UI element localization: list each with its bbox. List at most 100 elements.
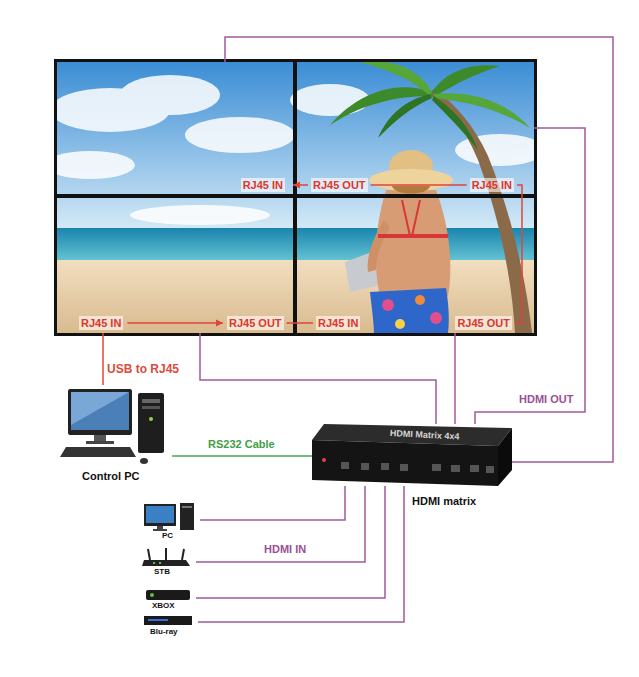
- router-icon: [153, 562, 155, 564]
- source-xbox: XBOX: [140, 588, 196, 612]
- matrix-device: [498, 428, 512, 486]
- hdmi-in-cable: [196, 486, 365, 562]
- hdmi-out-cable: [475, 128, 585, 424]
- signal-label: HDMI OUT: [519, 392, 573, 406]
- palm-tree: [360, 62, 432, 96]
- clouds: [57, 151, 135, 179]
- pc-icon: [146, 506, 174, 523]
- rj45-wire: [297, 322, 313, 324]
- rj45-wire: [127, 322, 223, 324]
- matrix-device: [381, 463, 389, 470]
- rs232-cable: [172, 455, 312, 457]
- device-label: XBOX: [152, 601, 175, 611]
- port-label: RJ45 IN: [316, 316, 360, 330]
- source-pc: PC: [140, 500, 200, 544]
- usb-cable: [102, 333, 104, 385]
- router-icon: [148, 548, 184, 560]
- display-screen: RJ45 OUT RJ45 IN: [297, 62, 534, 194]
- rj45-wire: [287, 322, 293, 324]
- pc-icon: [182, 506, 192, 508]
- hdmi-out-cable: [200, 333, 436, 424]
- port-label: RJ45 IN: [79, 316, 123, 330]
- hdmi-in-cable: [198, 486, 404, 622]
- pc-icon: [180, 503, 194, 530]
- computer-icon: [86, 441, 114, 444]
- hdmi-out-cable: [225, 37, 613, 462]
- computer-icon: [71, 392, 129, 425]
- woman-figure: [392, 186, 430, 194]
- rj45-wire: [517, 185, 522, 194]
- control-pc: Control PC: [60, 385, 172, 485]
- computer-icon: [149, 417, 153, 421]
- palm-tree: [378, 94, 432, 138]
- computer-icon: [138, 393, 164, 453]
- rj45-cable: [293, 322, 297, 324]
- matrix-device: [361, 463, 369, 470]
- palm-tree: [330, 87, 432, 125]
- woman-figure: [430, 312, 442, 324]
- arrow-head: [216, 320, 223, 327]
- source-stb: STB: [140, 546, 196, 578]
- clouds: [185, 117, 295, 153]
- rj45-wire: [371, 184, 467, 186]
- source-bluray: Blu-ray: [140, 614, 198, 642]
- port-label: RJ45 OUT: [455, 316, 512, 330]
- rj45-wire: [297, 184, 308, 186]
- woman-figure: [415, 295, 425, 305]
- woman-figure: [395, 319, 405, 329]
- device-label: STB: [154, 567, 170, 577]
- console-icon: [146, 590, 190, 600]
- computer-icon: [142, 406, 160, 409]
- matrix-device: [400, 464, 408, 471]
- wall-bezel: [54, 59, 537, 336]
- port-label: RJ45 OUT: [311, 178, 368, 192]
- console-icon: [150, 593, 154, 597]
- computer-icon: [94, 435, 106, 441]
- rj45-cable: [521, 194, 523, 198]
- clouds: [455, 134, 534, 166]
- clouds: [290, 84, 370, 116]
- hdmi-out-cable: [454, 333, 456, 424]
- computer-icon: [71, 392, 129, 430]
- display-screen: RJ45 IN RJ45 OUT: [297, 198, 534, 333]
- woman-figure: [368, 220, 390, 272]
- matrix-device: [341, 462, 349, 469]
- clouds: [120, 75, 220, 115]
- player-icon: [144, 616, 192, 625]
- matrix-device: [322, 458, 326, 462]
- matrix-device: [486, 466, 494, 473]
- display-screen: RJ45 IN: [57, 62, 293, 194]
- computer-icon: [68, 389, 132, 435]
- signal-label: HDMI IN: [264, 542, 306, 556]
- matrix-device: [451, 465, 460, 472]
- hdmi-in-cable: [200, 486, 345, 520]
- rj45-wire: [515, 198, 522, 323]
- woman-figure: [376, 190, 451, 296]
- computer-icon: [142, 399, 160, 403]
- port-label: RJ45 OUT: [227, 316, 284, 330]
- woman-figure: [382, 299, 394, 311]
- port-label: RJ45 IN: [470, 178, 514, 192]
- router-icon: [142, 560, 190, 566]
- woman-figure: [402, 200, 420, 236]
- palm-tree: [432, 65, 500, 96]
- device-label: Blu-ray: [150, 627, 178, 637]
- hdmi-matrix: HDMI Matrix 4x4HDMI matrix: [312, 424, 512, 486]
- woman-figure: [370, 288, 449, 333]
- device-label: PC: [162, 531, 173, 541]
- pc-icon: [144, 504, 176, 526]
- edge-label: RS232 Cable: [208, 437, 275, 451]
- matrix-device: [432, 464, 441, 471]
- beach-scene: [57, 62, 534, 333]
- screen-seam: [57, 194, 534, 198]
- palm-tree: [432, 96, 478, 150]
- device-label: HDMI matrix: [412, 494, 476, 508]
- router-icon: [159, 562, 161, 564]
- computer-icon: [60, 447, 136, 457]
- edge-label: USB to RJ45: [107, 362, 179, 376]
- device-label: Control PC: [82, 469, 139, 483]
- player-icon: [148, 619, 168, 621]
